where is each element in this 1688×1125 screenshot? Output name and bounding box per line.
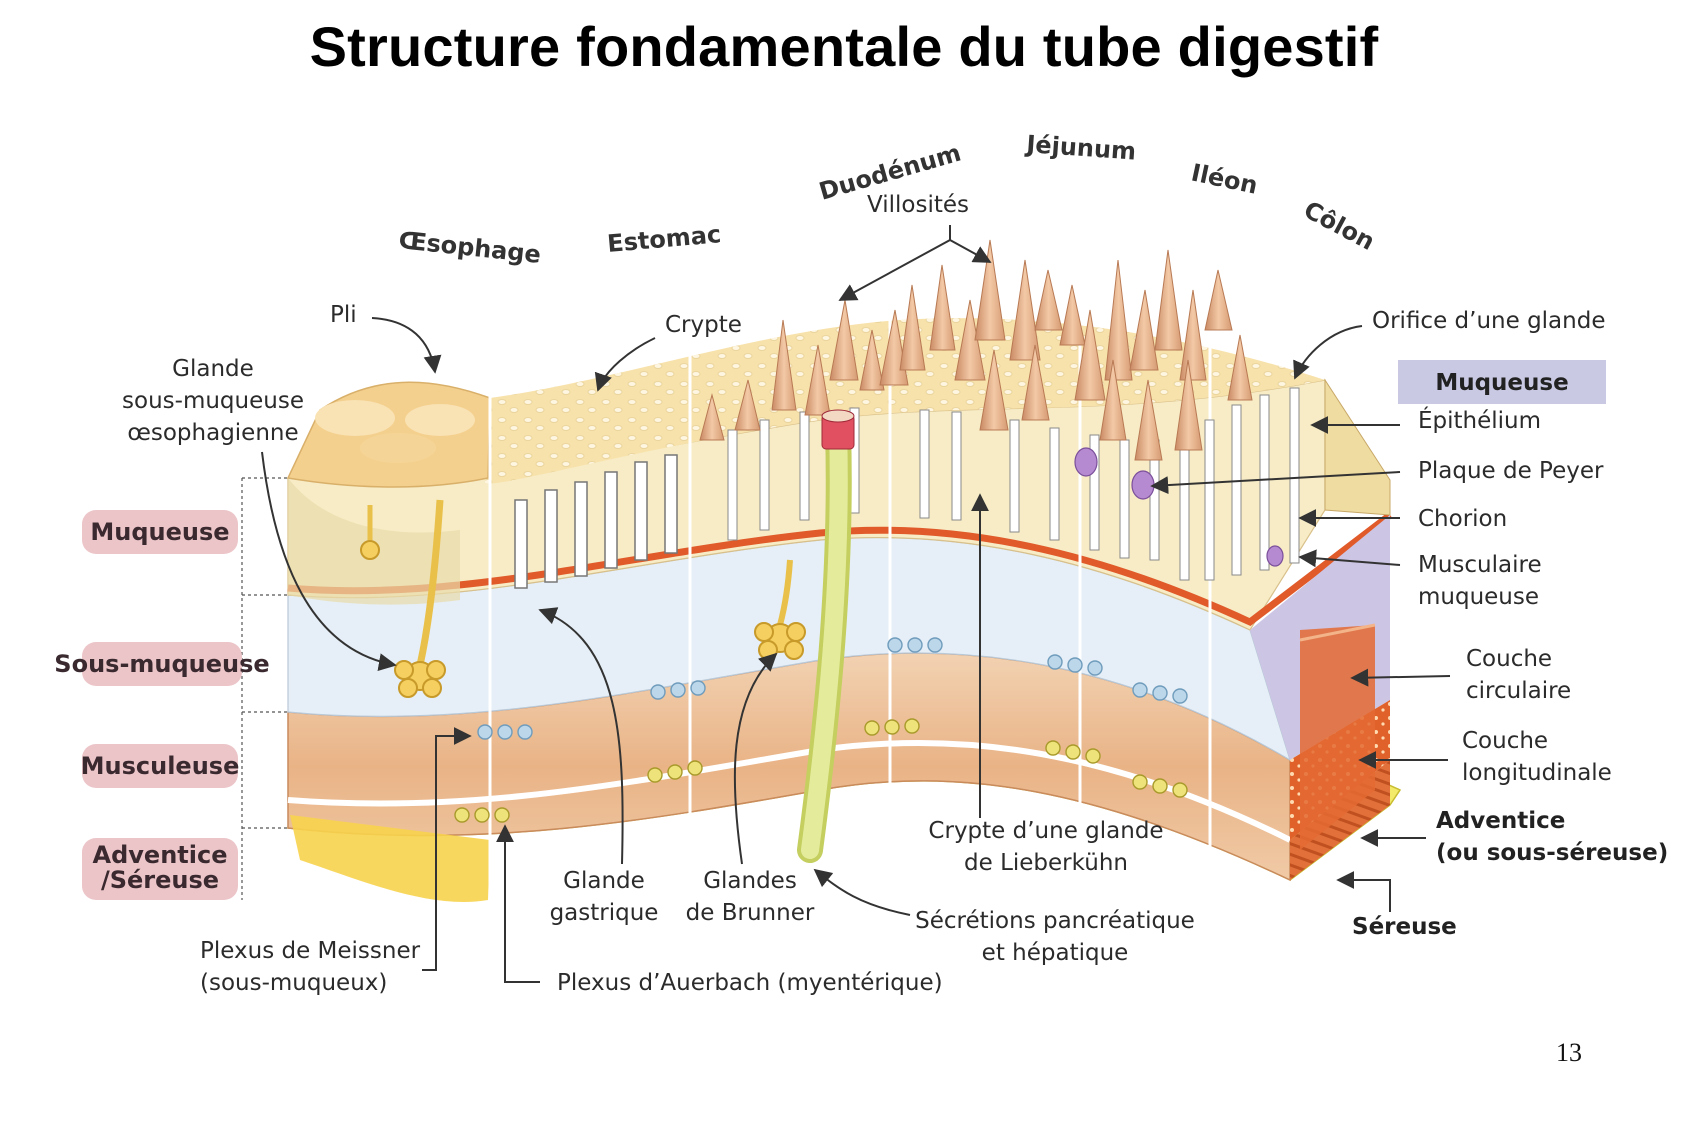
label-couche-circ-1: Couche xyxy=(1466,646,1552,672)
oesophageal-gland xyxy=(360,499,446,698)
label-villosites: Villosités xyxy=(867,192,969,218)
label-secretions-1: Sécrétions pancréatique xyxy=(915,908,1195,934)
villi xyxy=(699,239,1253,461)
segment-ileon: Iléon xyxy=(1189,158,1260,199)
label-adventice-r-1: Adventice xyxy=(1436,808,1565,834)
meissner-plexus xyxy=(477,637,1188,740)
label-glande-oeso-3: œsophagienne xyxy=(127,420,298,446)
segment-jejunum: Jéjunum xyxy=(1024,130,1137,166)
label-couche-long-1: Couche xyxy=(1462,728,1548,754)
gastric-glands xyxy=(514,454,678,589)
label-adventice-1: Adventice xyxy=(93,841,228,869)
label-secretions-2: et hépatique xyxy=(982,940,1129,966)
left-layer-legend: Muqueuse Sous-muqueuse Musculeuse Advent… xyxy=(54,477,288,900)
label-plaque-peyer: Plaque de Peyer xyxy=(1418,458,1604,484)
slide-title: Structure fondamentale du tube digestif xyxy=(309,15,1379,78)
label-couche-circ-2: circulaire xyxy=(1466,678,1571,704)
segment-oesophage: Œsophage xyxy=(397,226,542,269)
label-adventice-2: /Séreuse xyxy=(101,866,219,894)
segment-colon: Côlon xyxy=(1299,196,1379,256)
label-crypte-lieb-1: Crypte d’une glande xyxy=(928,818,1163,844)
peyer-patches xyxy=(1074,447,1284,567)
segment-estomac: Estomac xyxy=(606,220,722,258)
auerbach-plexus xyxy=(454,718,1188,823)
label-sous-muqueuse: Sous-muqueuse xyxy=(54,650,269,678)
label-orifice: Orifice d’une glande xyxy=(1372,308,1605,334)
label-musc-muq-1: Musculaire xyxy=(1418,552,1542,578)
label-glande-gastrique-1: Glande xyxy=(563,868,645,894)
label-musculeuse: Musculeuse xyxy=(81,752,240,780)
pill-sous-muqueuse xyxy=(82,642,242,686)
secretion-duct xyxy=(797,409,855,863)
label-glande-oeso-2: sous-muqueuse xyxy=(122,388,304,414)
label-epithelium: Épithélium xyxy=(1418,406,1541,434)
label-sereuse: Séreuse xyxy=(1352,914,1457,940)
right-face-mucosa xyxy=(1324,378,1391,516)
brunner-gland xyxy=(754,559,806,660)
label-couche-long-2: longitudinale xyxy=(1462,760,1612,786)
tube-wall-block xyxy=(286,110,1402,902)
label-crypte: Crypte xyxy=(665,312,742,338)
label-crypte-lieb-2: de Lieberkühn xyxy=(964,850,1128,876)
label-glandes-brunner-1: Glandes xyxy=(703,868,797,894)
label-glande-gastrique-2: gastrique xyxy=(550,900,659,926)
label-pli: Pli xyxy=(330,302,357,328)
pill-muqueuse-right xyxy=(1398,360,1606,404)
label-meissner-1: Plexus de Meissner xyxy=(200,938,421,964)
label-meissner-2: (sous-muqueux) xyxy=(200,970,387,996)
label-adventice-r-2: (ou sous-séreuse) xyxy=(1436,840,1668,866)
annotations: Villosités Pli Crypte Glande sous-muqueu… xyxy=(122,192,1668,996)
label-glande-oeso-1: Glande xyxy=(172,356,254,382)
label-glandes-brunner-2: de Brunner xyxy=(686,900,815,926)
pill-adventice xyxy=(82,838,238,900)
pill-muqueuse xyxy=(82,510,238,554)
page-number: 13 xyxy=(1556,1038,1582,1067)
intestinal-crypts xyxy=(727,387,1300,581)
label-auerbach: Plexus d’Auerbach (myentérique) xyxy=(557,970,943,996)
label-musc-muq-2: muqueuse xyxy=(1418,584,1539,610)
label-muqueuse-right: Muqueuse xyxy=(1435,370,1568,396)
pill-musculeuse xyxy=(82,744,238,788)
label-muqueuse: Muqueuse xyxy=(90,518,229,546)
label-chorion: Chorion xyxy=(1418,506,1507,532)
